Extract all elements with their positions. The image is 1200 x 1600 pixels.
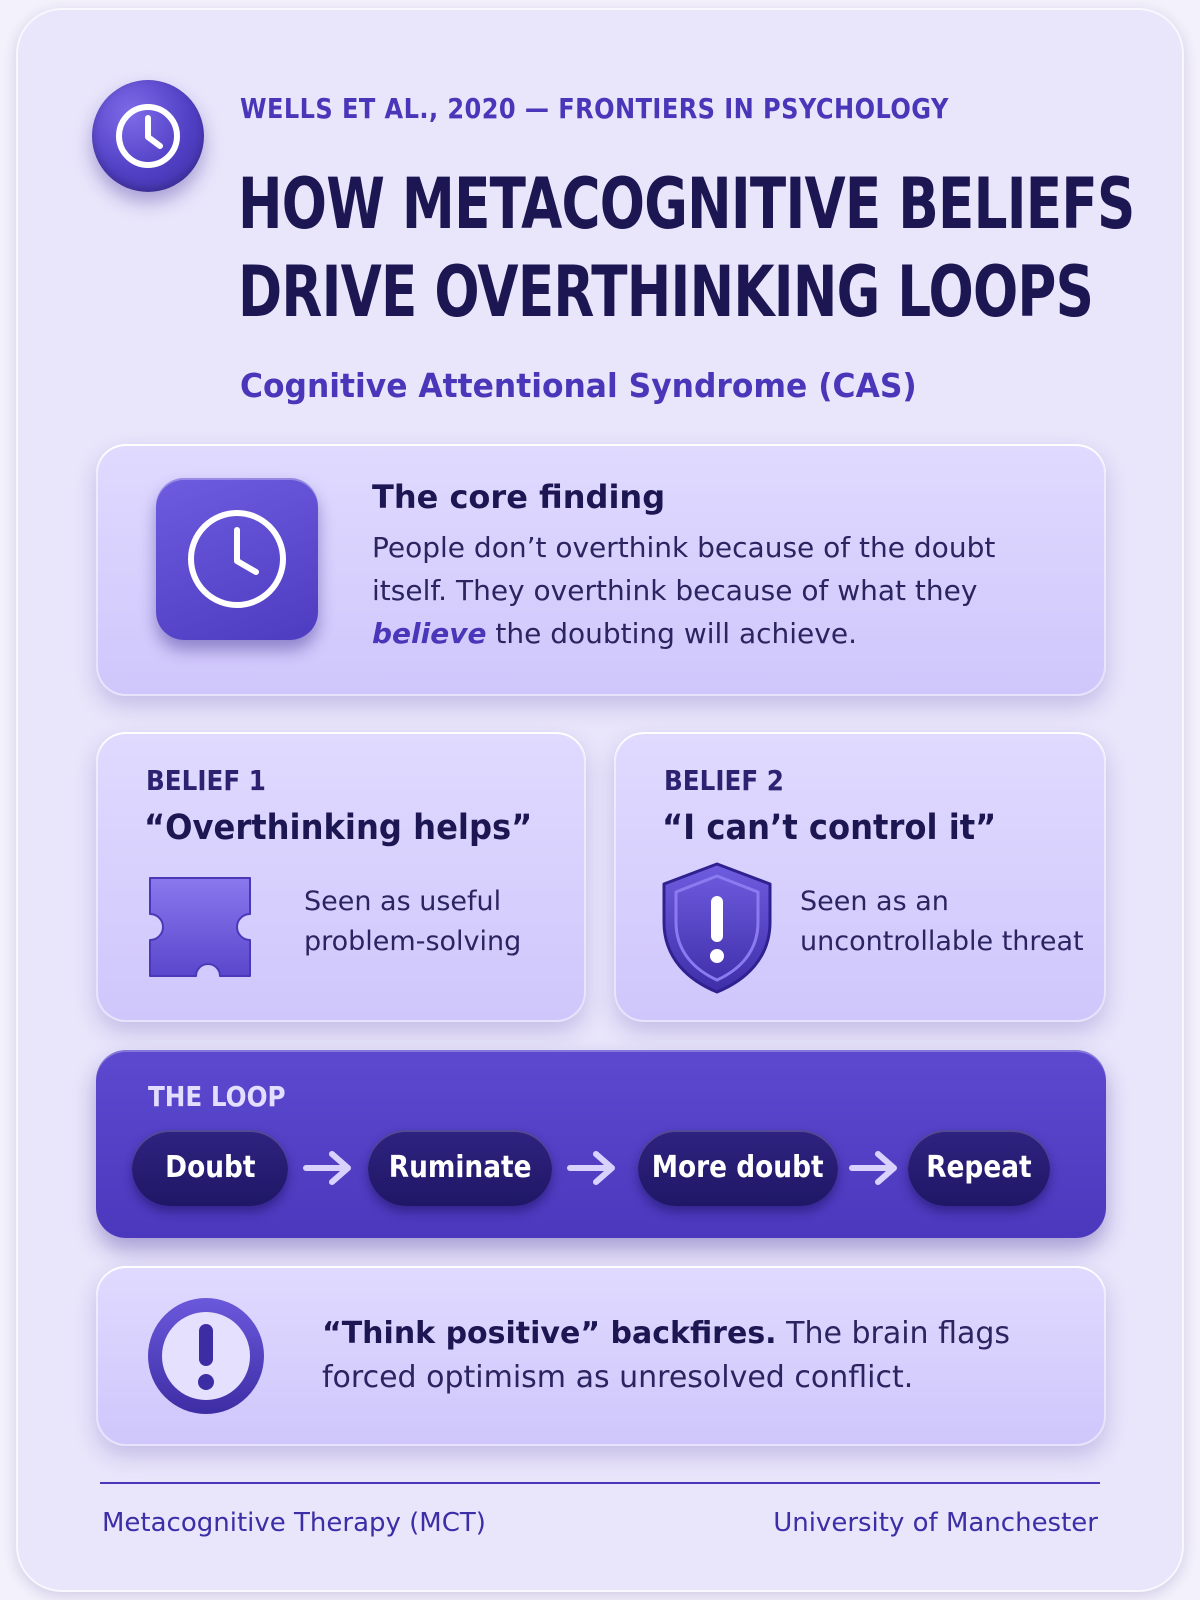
loop-step-ruminate: Ruminate <box>368 1130 552 1206</box>
loop-step-more-doubt: More doubt <box>638 1130 838 1206</box>
header-clock-badge <box>92 80 204 192</box>
title-line-2: DRIVE OVERTHINKING LOOPS <box>238 251 1094 333</box>
core-text-emphasis: believe <box>372 617 487 650</box>
core-finding-panel: The core finding People don’t overthink … <box>96 444 1106 696</box>
footer-left-label: Metacognitive Therapy (MCT) <box>102 1508 486 1538</box>
page-subtitle: Cognitive Attentional Syndrome (CAS) <box>240 366 917 405</box>
warning-note-rest: The brain flags forced optimism as unres… <box>322 1316 1011 1395</box>
puzzle-piece-icon <box>149 877 251 977</box>
belief-quote: “I can’t control it” <box>662 808 997 848</box>
belief-description: Seen as an uncontrollable threat <box>800 886 1084 957</box>
belief-label: BELIEF 2 <box>664 764 784 797</box>
exclamation-circle-icon <box>148 1298 264 1414</box>
core-text-start: People don’t overthink because of the do… <box>372 531 996 607</box>
title-line-1: HOW METACOGNITIVE BELIEFS <box>238 163 1135 245</box>
belief-description: Seen as useful problem-solving <box>304 886 522 957</box>
warning-note-bold: “Think positive” backfires. <box>322 1316 777 1351</box>
arrow-right-icon <box>303 1151 351 1185</box>
core-icon-tile <box>156 478 318 640</box>
loop-label: THE LOOP <box>148 1080 286 1113</box>
footer-right-label: University of Manchester <box>773 1508 1098 1538</box>
footer-divider <box>100 1482 1100 1484</box>
belief-quote: “Overthinking helps” <box>144 808 533 848</box>
loop-step-repeat: Repeat <box>908 1130 1050 1206</box>
shield-alert-icon <box>662 862 772 994</box>
core-text: People don’t overthink because of the do… <box>372 526 1072 655</box>
core-heading: The core finding <box>372 478 666 516</box>
loop-step-doubt: Doubt <box>132 1130 288 1206</box>
source-citation: WELLS ET AL., 2020 — FRONTIERS IN PSYCHO… <box>240 92 949 125</box>
page-title: HOW METACOGNITIVE BELIEFS DRIVE OVERTHIN… <box>238 160 1135 336</box>
belief-card-1: BELIEF 1 “Overthinking helps” Seen as us… <box>96 732 586 1022</box>
loop-panel: THE LOOP Doubt Ruminate More doubt Repea… <box>96 1050 1106 1238</box>
arrow-right-icon <box>849 1151 897 1185</box>
core-text-end: the doubting will achieve. <box>486 617 857 650</box>
clock-icon <box>188 510 286 608</box>
belief-label: BELIEF 1 <box>146 764 266 797</box>
warning-note-text: “Think positive” backfires. The brain fl… <box>322 1312 1062 1400</box>
belief-card-2: BELIEF 2 “I can’t control it” Seen as an… <box>614 732 1106 1022</box>
clock-icon <box>116 104 180 168</box>
arrow-right-icon <box>567 1151 615 1185</box>
warning-note-panel: “Think positive” backfires. The brain fl… <box>96 1266 1106 1446</box>
